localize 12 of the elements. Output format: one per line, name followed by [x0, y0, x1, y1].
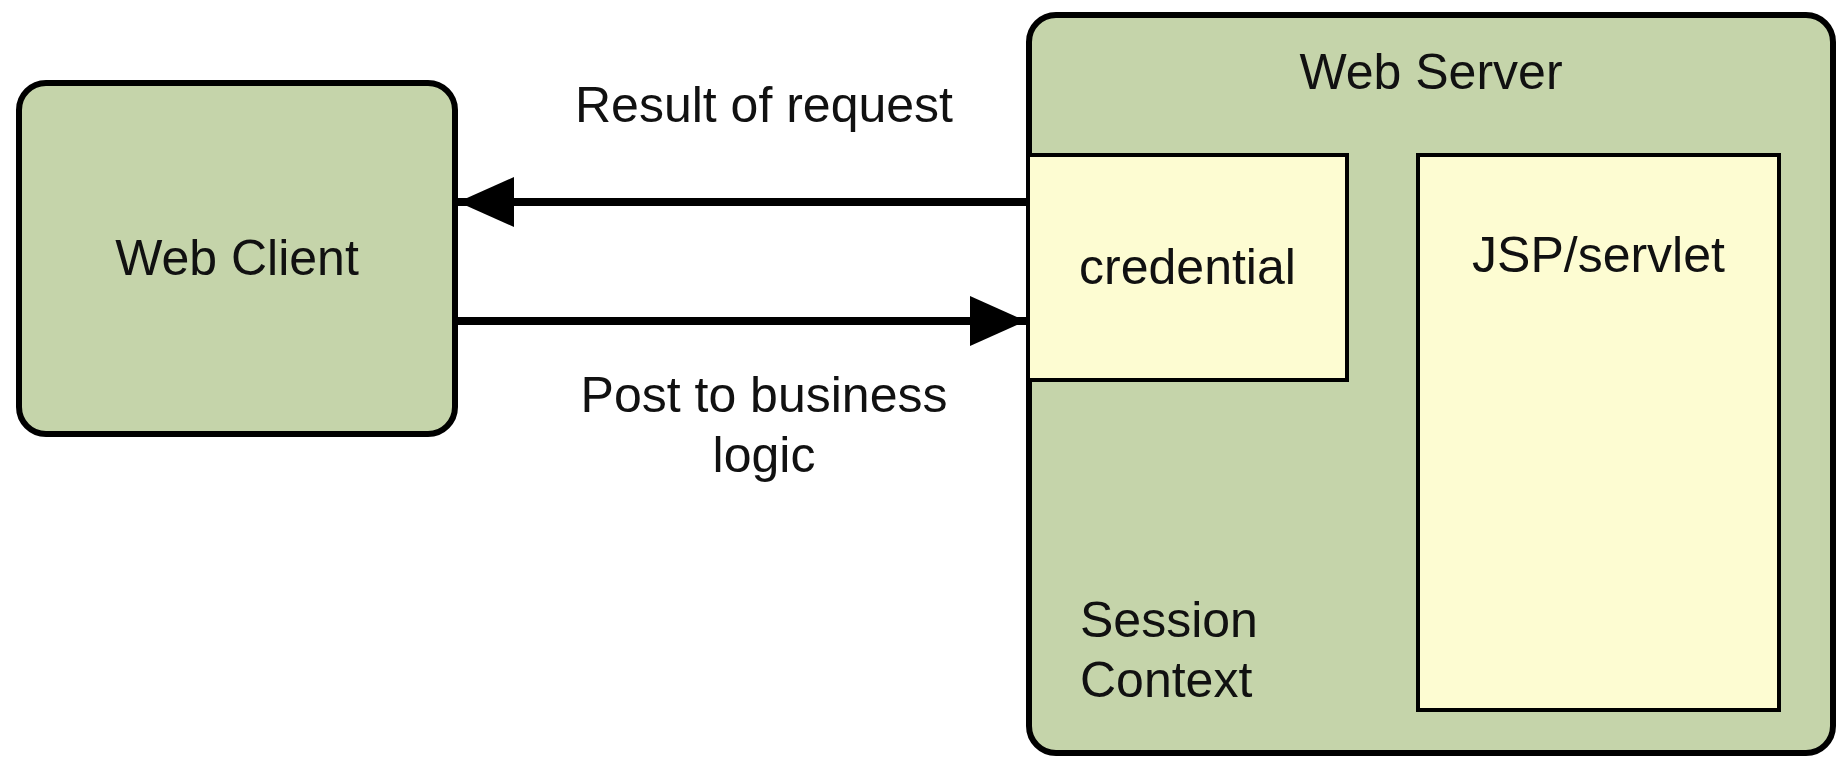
arrow: [458, 296, 1026, 346]
edge-label: Post to business logic: [579, 366, 949, 485]
arrow: [458, 177, 1026, 227]
process-box: [1416, 153, 1781, 712]
box-label: credential: [1079, 238, 1296, 297]
box-label: JSP/servlet: [1472, 227, 1725, 285]
box-label: Web Client: [115, 229, 359, 288]
server-box: [1026, 12, 1836, 756]
process-box: [16, 80, 458, 437]
box-label: Session Context: [1080, 591, 1259, 710]
box-title: Web Server: [1298, 44, 1564, 102]
edge-label: Result of request: [574, 76, 954, 135]
